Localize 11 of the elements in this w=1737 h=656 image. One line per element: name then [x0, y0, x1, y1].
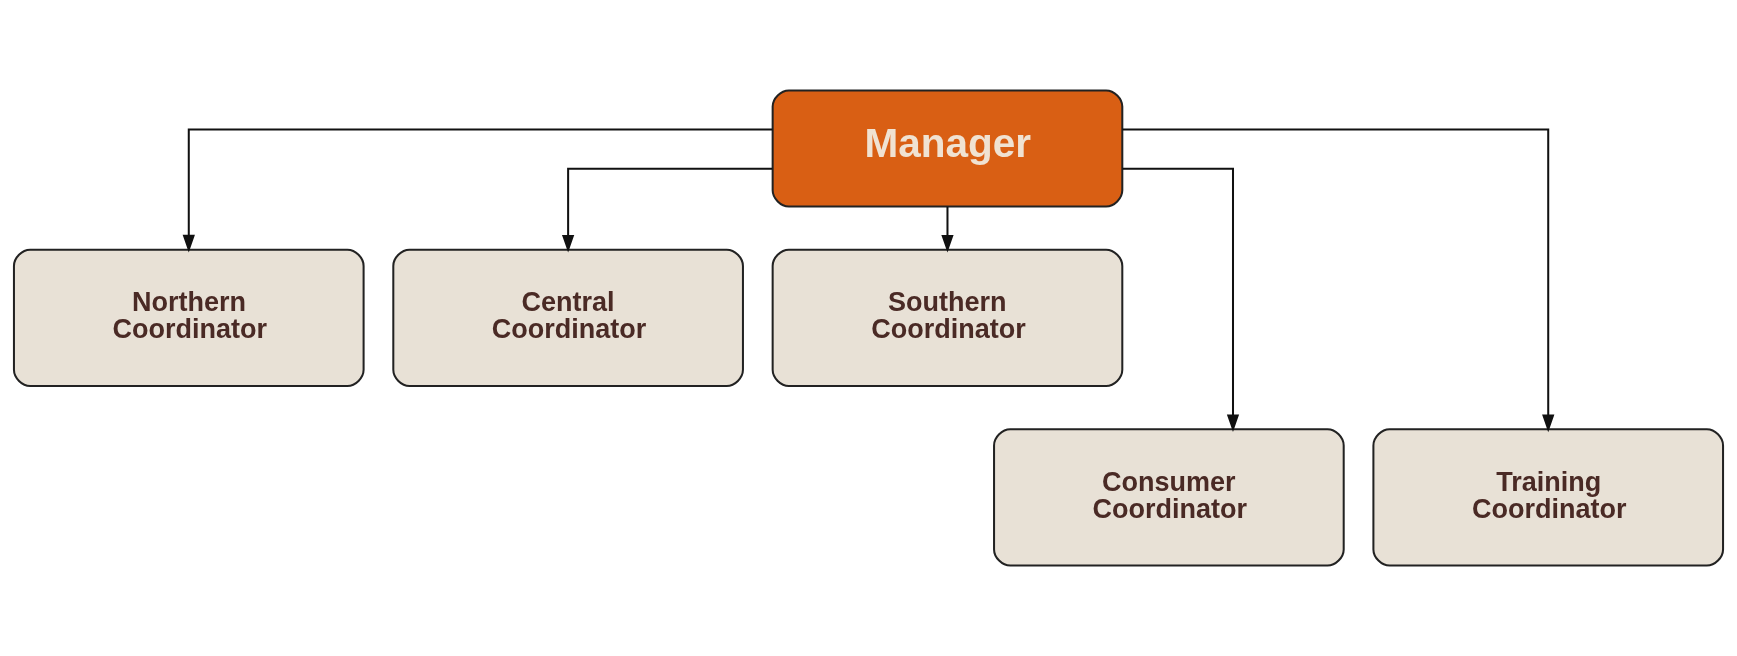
arrow: [182, 128, 773, 253]
node-box: Central Coordinator: [392, 248, 744, 388]
arrow: [561, 167, 773, 253]
arrow: [1122, 167, 1240, 432]
node-box: Manager: [771, 89, 1124, 208]
arrow: [1122, 128, 1555, 433]
arrow: [941, 206, 954, 253]
node-box: Northern Coordinator: [12, 248, 365, 388]
node-box: Southern Coordinator: [771, 248, 1124, 388]
node-box: Consumer Coordinator: [993, 428, 1345, 567]
node-box: Training Coordinator: [1372, 428, 1725, 567]
